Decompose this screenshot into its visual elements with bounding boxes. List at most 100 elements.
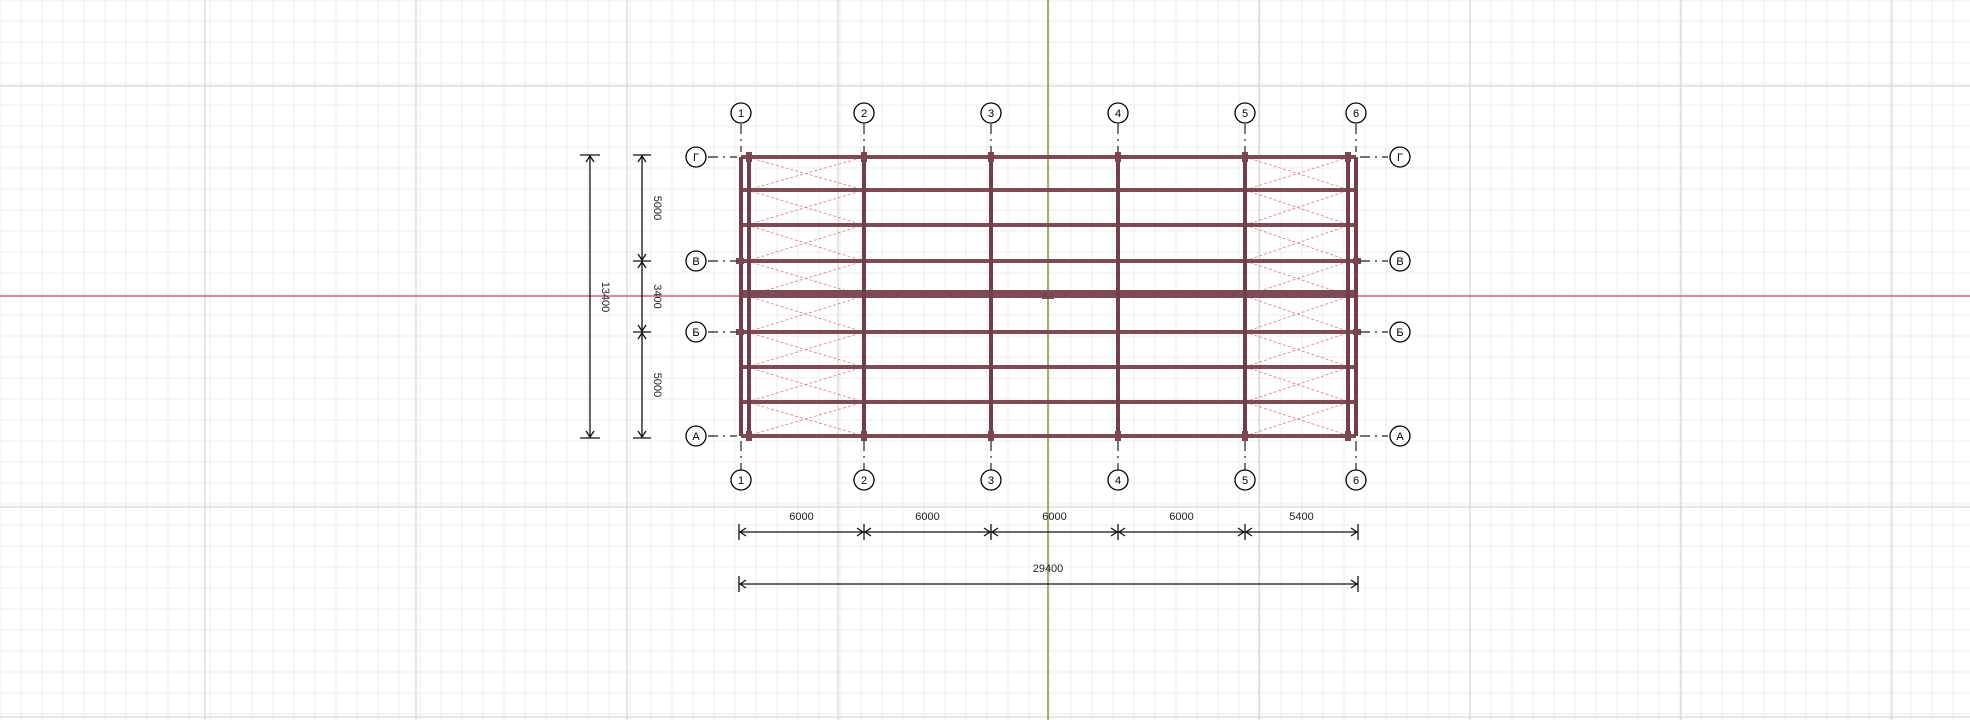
axis-3-bottom-bubble [980,469,1002,491]
span-dimension-label: 6000 [1169,511,1193,523]
axis-3-right-bubble [1389,425,1411,447]
bracing-diagonal [1244,260,1351,297]
bracing-diagonal [1244,295,1351,333]
bracing-diagonal [746,331,865,368]
column-node[interactable] [736,329,744,335]
bracing-diagonal [1244,224,1351,262]
axis-5-bottom-bubble [1234,469,1256,491]
dimension-arrow [637,324,647,332]
axis-3-right-label: А [1396,431,1404,443]
axis-5-top-label: 5 [1242,108,1248,120]
axis-4-top-bubble [1107,102,1129,124]
column-node[interactable] [988,431,994,441]
axis-1-right-bubble [1389,250,1411,272]
dimension-arrow [585,430,595,438]
column-node[interactable] [746,431,752,441]
axis-3-left-bubble [685,425,707,447]
bracing-diagonal [1244,331,1351,368]
axis-6-bottom-bubble [1345,469,1367,491]
bracing-diagonal [1244,189,1351,226]
axis-0-right-bubble [1389,146,1411,168]
dimension-arrow [1118,527,1126,537]
dimension-arrow [739,527,747,537]
axis-0-right-label: Г [1397,152,1403,164]
axis-6-bottom-label: 6 [1353,475,1359,487]
dimension-arrow [637,253,647,261]
dimension-arrow [637,332,647,340]
axis-1-top-bubble [730,102,752,124]
span-dimension-label: 6000 [915,511,939,523]
span-dimension-label: 5000 [651,373,663,397]
column-node[interactable] [1345,152,1351,162]
axis-1-left-bubble [685,250,707,272]
bracing-diagonal [746,295,865,333]
column-node[interactable] [736,258,744,264]
bracing-diagonal [746,366,865,403]
axis-4-top-label: 4 [1115,108,1121,120]
axis-1-bottom-bubble [730,469,752,491]
column-node[interactable] [861,152,867,162]
column-node[interactable] [746,152,752,162]
dimension-arrow [585,155,595,163]
axis-1-top-label: 1 [738,108,744,120]
bracing-diagonal [746,224,865,262]
axis-6-top-label: 6 [1353,108,1359,120]
axis-2-bottom-bubble [853,469,875,491]
dimension-arrow [637,155,647,163]
dimension-arrow [1110,527,1118,537]
axis-2-top-bubble [853,102,875,124]
dimension-arrow [637,430,647,438]
axis-1-right-label: В [1396,256,1403,268]
axis-2-left-label: Б [692,327,699,339]
column-node[interactable] [1115,152,1121,162]
axis-2-left-bubble [685,321,707,343]
dimension-arrow [1245,527,1253,537]
dimension-arrow [1237,527,1245,537]
axis-0-left-label: Г [693,152,699,164]
axis-5-top-bubble [1234,102,1256,124]
bracing-diagonal [1244,156,1351,191]
axis-6-top-bubble [1345,102,1367,124]
column-node[interactable] [1242,152,1248,162]
axis-2-bottom-label: 2 [861,475,867,487]
total-dimension-label: 13400 [599,282,611,313]
dimension-arrow [1350,579,1358,589]
column-node[interactable] [1353,329,1361,335]
axis-0-left-bubble [685,146,707,168]
column-node[interactable] [988,152,994,162]
bracing-diagonal [1244,366,1351,403]
column-node[interactable] [1042,293,1054,299]
bracing-diagonal [1244,401,1351,437]
column-node[interactable] [1115,431,1121,441]
axis-2-right-label: Б [1396,327,1403,339]
span-dimension-label: 5000 [651,196,663,220]
axis-3-top-label: 3 [988,108,994,120]
dimension-arrow [991,527,999,537]
dimension-arrow [864,527,872,537]
dimension-arrow [1350,527,1358,537]
axis-3-left-label: А [692,431,700,443]
axis-3-bottom-label: 3 [988,475,994,487]
axis-3-top-bubble [980,102,1002,124]
axis-1-bottom-label: 1 [738,475,744,487]
total-dimension-label: 29400 [1033,563,1064,575]
column-node[interactable] [1353,258,1361,264]
bracing-diagonal [746,401,865,437]
axis-2-top-label: 2 [861,108,867,120]
axis-4-bottom-bubble [1107,469,1129,491]
column-node[interactable] [1242,431,1248,441]
axis-2-right-bubble [1389,321,1411,343]
column-node[interactable] [1345,431,1351,441]
bracing-diagonal [746,156,865,191]
column-node[interactable] [861,431,867,441]
axis-5-bottom-label: 5 [1242,475,1248,487]
dimension-arrow [983,527,991,537]
frame-structure[interactable] [736,152,1361,441]
span-dimension-label: 5400 [1289,511,1313,523]
axis-4-bottom-label: 4 [1115,475,1121,487]
bracing-diagonal [746,189,865,226]
